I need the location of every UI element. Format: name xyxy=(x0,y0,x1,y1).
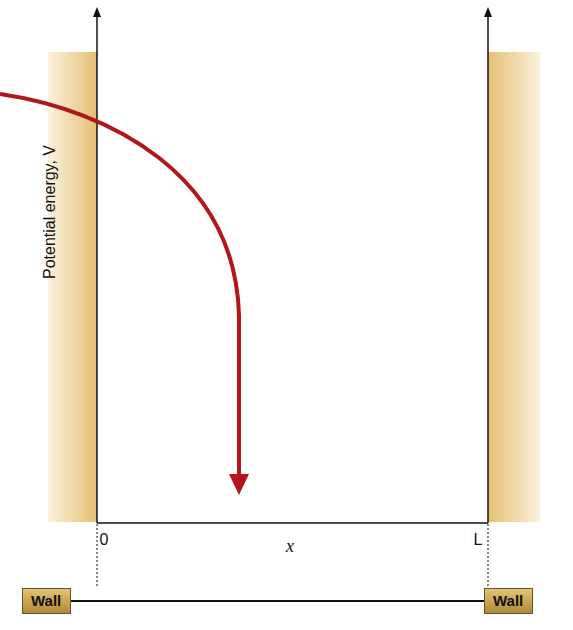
axis-tick-label: x xyxy=(286,537,294,555)
potential-axis xyxy=(487,12,489,523)
left-wall xyxy=(48,52,97,522)
pointer-arrowhead xyxy=(229,474,249,495)
connector-line xyxy=(71,600,484,602)
potential-axis xyxy=(96,12,98,523)
guide-line xyxy=(488,524,489,588)
right-wall xyxy=(488,52,540,522)
pointer-arrow xyxy=(0,94,239,478)
axis-title: Potential energy, V xyxy=(42,145,58,279)
wall-span-line xyxy=(71,601,484,602)
guide-line xyxy=(97,524,98,588)
axis-tick-label: 0 xyxy=(100,532,109,548)
wall-block: Wall xyxy=(22,588,71,614)
wall-label: Wall xyxy=(493,592,524,610)
wall-label: Wall xyxy=(31,592,62,610)
x-axis xyxy=(97,522,488,524)
axis-tick-label: L xyxy=(474,532,483,548)
wall-block: Wall xyxy=(484,588,533,614)
